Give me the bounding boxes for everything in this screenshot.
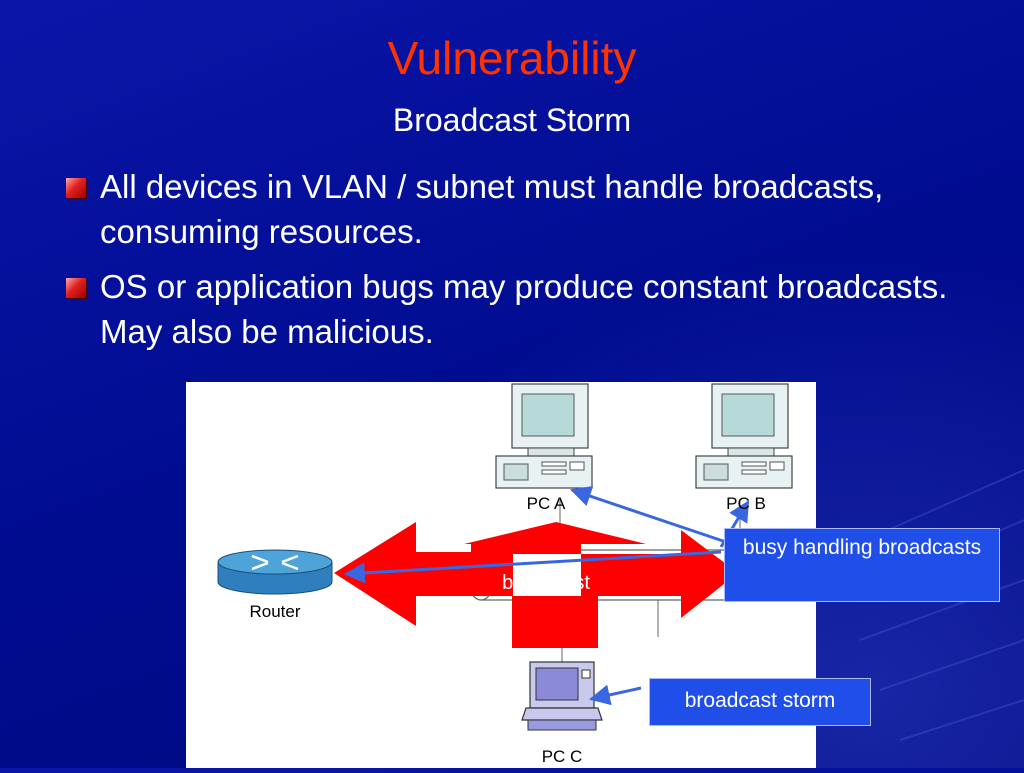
bullet-square-icon <box>66 278 86 298</box>
bullet-list: All devices in VLAN / subnet must handle… <box>64 164 964 364</box>
pointer-lines <box>343 486 750 706</box>
callout-broadcast-storm: broadcast storm <box>649 678 871 726</box>
bullet-square-icon <box>66 178 86 198</box>
broadcast-label: broadcast <box>502 572 590 594</box>
pc-c-icon <box>521 661 603 731</box>
broadcast-arrows <box>334 522 738 648</box>
pc-b-icon <box>695 383 793 489</box>
bullet-item: All devices in VLAN / subnet must handle… <box>64 164 964 254</box>
pc-a-label: PC A <box>526 494 566 513</box>
slide-title: Vulnerability <box>387 32 637 84</box>
router-label: Router <box>249 602 301 621</box>
callout-busy-handling: busy handling broadcasts <box>724 528 1000 602</box>
callout-busy-text: busy handling broadcasts <box>742 536 982 559</box>
bullet-text: OS or application bugs may produce const… <box>100 268 948 350</box>
bullet-text: All devices in VLAN / subnet must handle… <box>100 168 884 250</box>
slide-subtitle: Broadcast Storm <box>392 102 632 138</box>
pc-a-icon <box>495 383 593 489</box>
bullet-item: OS or application bugs may produce const… <box>64 264 964 354</box>
network-diagram-drawing <box>217 383 793 731</box>
pc-c-label: PC C <box>541 747 583 766</box>
pc-b-label: PC B <box>726 494 766 513</box>
router-icon <box>217 549 333 595</box>
callout-storm-text: broadcast storm <box>684 689 836 712</box>
